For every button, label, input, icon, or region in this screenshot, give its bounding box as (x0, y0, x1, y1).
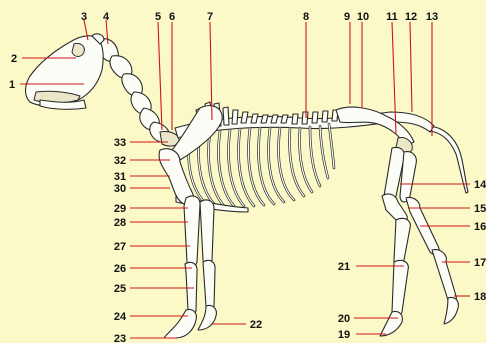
label-3: 3 (81, 11, 87, 23)
label-26: 26 (114, 263, 126, 275)
label-23: 23 (114, 333, 126, 343)
label-27: 27 (114, 241, 126, 253)
label-13: 13 (426, 11, 438, 23)
label-20: 20 (338, 313, 350, 325)
label-17: 17 (474, 257, 486, 269)
label-19: 19 (338, 329, 350, 341)
label-9: 9 (344, 11, 350, 23)
label-33: 33 (114, 137, 126, 149)
label-11: 11 (386, 11, 398, 23)
label-32: 32 (114, 155, 126, 167)
label-18: 18 (474, 291, 486, 303)
label-2: 2 (11, 53, 17, 65)
label-25: 25 (114, 283, 126, 295)
label-6: 6 (169, 11, 175, 23)
front-leg-near (164, 196, 200, 338)
label-7: 7 (207, 11, 213, 23)
label-22: 22 (250, 319, 262, 331)
front-leg-far (198, 200, 216, 330)
label-15: 15 (474, 203, 486, 215)
label-10: 10 (357, 11, 369, 23)
tail (430, 126, 468, 193)
label-4: 4 (103, 11, 110, 23)
label-29: 29 (114, 203, 126, 215)
label-12: 12 (405, 11, 417, 23)
skull (26, 34, 105, 109)
label-28: 28 (114, 217, 126, 229)
label-5: 5 (155, 11, 161, 23)
label-16: 16 (474, 221, 486, 233)
label-1: 1 (9, 79, 15, 91)
label-8: 8 (303, 11, 309, 23)
label-31: 31 (114, 171, 126, 183)
hind-leg-far (400, 152, 458, 324)
label-14: 14 (474, 179, 486, 191)
label-30: 30 (114, 183, 126, 195)
label-21: 21 (338, 261, 350, 273)
cervical-vertebrae (97, 39, 180, 146)
label-24: 24 (114, 311, 127, 323)
